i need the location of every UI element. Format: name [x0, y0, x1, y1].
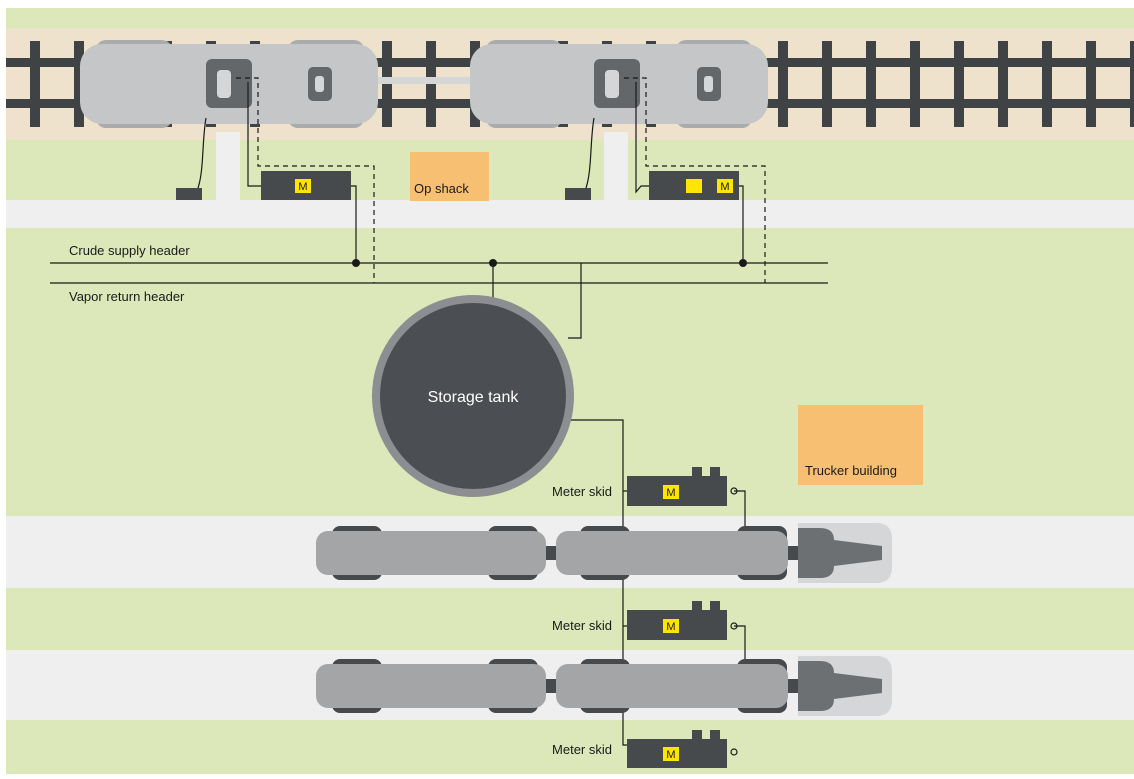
trucker-building — [798, 405, 923, 485]
trailer-hitch — [546, 679, 556, 693]
hose-coupling — [730, 622, 738, 630]
op-shack-label: Op shack — [414, 181, 469, 196]
meter-tag — [663, 619, 679, 633]
ground-box-right — [565, 188, 591, 200]
truck-cab — [798, 528, 882, 578]
grounding-cable-right — [585, 117, 595, 189]
skid-box — [710, 467, 720, 477]
tank-vapor-line — [568, 263, 582, 339]
trailer-rear — [316, 531, 546, 575]
meter-tag — [663, 485, 679, 499]
railcar-coupler — [378, 77, 472, 84]
truck-meter-skid-1: M Meter skid — [552, 467, 738, 506]
header-junction — [739, 259, 747, 267]
rail-tie — [1042, 41, 1052, 127]
railcar-dome-slot — [315, 76, 324, 92]
cab-hitch — [788, 546, 798, 560]
hose-coupling — [730, 487, 738, 495]
skid-to-header-right — [739, 185, 744, 263]
rail-tie — [910, 41, 920, 127]
trailer-front — [556, 531, 788, 575]
meter-tag-label: M — [666, 621, 675, 633]
hose-coupling — [730, 748, 738, 756]
lane1-hose — [734, 490, 746, 528]
railcar-1 — [80, 40, 378, 128]
truck-meter-skid-2: M Meter skid — [552, 601, 738, 640]
meter-tag-label: M — [298, 181, 307, 193]
header-junction — [352, 259, 360, 267]
truck-cab — [798, 661, 882, 711]
railcar-2 — [470, 40, 768, 128]
skid-to-header-left — [351, 185, 357, 263]
tanker-truck-1 — [316, 523, 892, 583]
storage-tank-label: Storage tank — [428, 389, 520, 406]
skid-box — [692, 601, 702, 611]
road-spur-left — [216, 132, 240, 202]
rail-tie — [778, 41, 788, 127]
rail-tie — [1086, 41, 1096, 127]
meter-tag-label: M — [720, 181, 729, 193]
truck-meter-skid-3: M Meter skid — [552, 730, 738, 768]
rail-tie — [30, 41, 40, 127]
trailer-front — [556, 664, 788, 708]
vapor-line-left — [236, 77, 375, 283]
op-shack — [410, 152, 489, 201]
meter-skid-label: Meter skid — [552, 618, 612, 633]
rail-crude-line-left — [247, 82, 261, 187]
lane2-hose — [734, 625, 746, 660]
rail-tie — [1130, 41, 1134, 127]
cab-hitch — [788, 679, 798, 693]
road-spur-right — [604, 132, 628, 202]
rail-tie — [998, 41, 1008, 127]
rail-tie — [822, 41, 832, 127]
tanker-truck-2 — [316, 656, 892, 716]
ground-box-left — [176, 188, 202, 200]
rail-tie — [74, 41, 84, 127]
rail-tie — [866, 41, 876, 127]
header-junction — [489, 259, 497, 267]
meter-skid-label: Meter skid — [552, 484, 612, 499]
skid-box — [692, 467, 702, 477]
railcar-hatch-slot — [217, 70, 231, 98]
trailer-hitch — [546, 546, 556, 560]
meter-tag — [717, 179, 733, 193]
skid-box — [710, 730, 720, 740]
meter-tag-label: M — [666, 749, 675, 761]
grounding-cable-left — [197, 117, 207, 189]
trailer-rear — [316, 664, 546, 708]
storage-tank — [380, 303, 566, 489]
trucker-building-label: Trucker building — [805, 463, 897, 478]
railcar-dome-slot — [704, 76, 713, 92]
meter-tag — [295, 179, 311, 193]
meter-tag-label: M — [666, 487, 675, 499]
rail-tie — [954, 41, 964, 127]
meter-tag — [663, 747, 679, 761]
skid-box — [692, 730, 702, 740]
vapor-return-header-label: Vapor return header — [69, 289, 185, 304]
vapor-lines — [236, 77, 766, 283]
control-valve-tag — [686, 179, 702, 193]
railcar-hatch-slot — [605, 70, 619, 98]
crude-supply-header-label: Crude supply header — [69, 243, 190, 258]
meter-skid-label: Meter skid — [552, 742, 612, 757]
rail-crude-line-right — [635, 82, 649, 194]
access-road — [6, 200, 1134, 228]
vapor-line-right — [624, 77, 766, 283]
skid-box — [710, 601, 720, 611]
